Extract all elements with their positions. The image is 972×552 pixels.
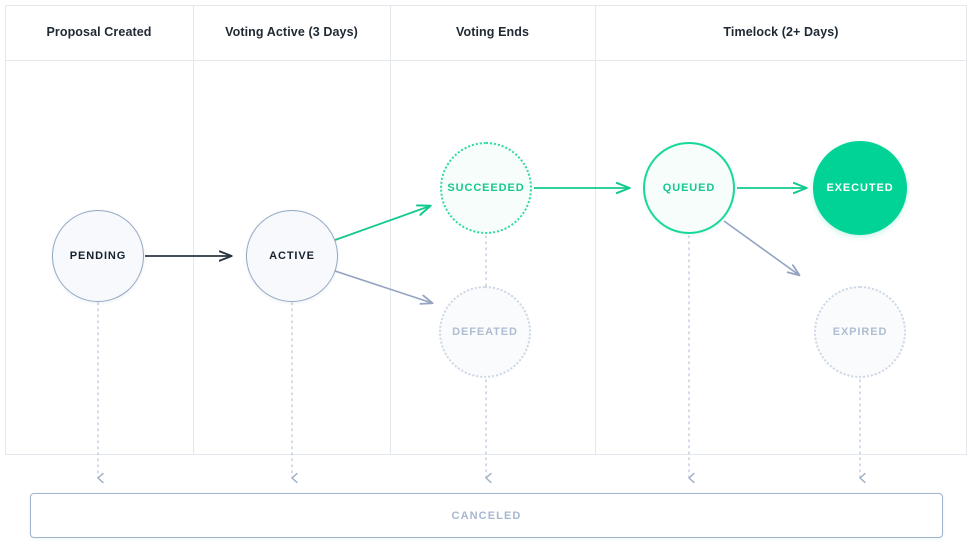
column-header-timelock: Timelock (2+ Days) — [723, 25, 839, 39]
node-expired[interactable]: EXPIRED — [814, 286, 906, 378]
node-executed-label: EXECUTED — [826, 182, 894, 194]
column-divider-2 — [390, 5, 391, 455]
node-succeeded[interactable]: SUCCEEDED — [440, 142, 532, 234]
node-active-label: ACTIVE — [269, 250, 315, 262]
node-active[interactable]: ACTIVE — [246, 210, 338, 302]
node-canceled[interactable]: CANCELED — [30, 493, 943, 538]
column-header-voting-active: Voting Active (3 Days) — [225, 25, 358, 39]
node-defeated[interactable]: DEFEATED — [439, 286, 531, 378]
node-canceled-label: CANCELED — [451, 509, 522, 522]
node-executed[interactable]: EXECUTED — [813, 141, 907, 235]
column-header-voting-ends: Voting Ends — [455, 25, 530, 39]
node-queued[interactable]: QUEUED — [643, 142, 735, 234]
node-expired-label: EXPIRED — [832, 326, 888, 338]
column-divider-1 — [193, 5, 194, 455]
node-queued-label: QUEUED — [662, 182, 716, 194]
node-defeated-label: DEFEATED — [452, 326, 518, 338]
column-header-proposal-created: Proposal Created — [46, 25, 152, 39]
node-pending[interactable]: PENDING — [52, 210, 144, 302]
header-divider — [5, 60, 967, 61]
node-succeeded-label: SUCCEEDED — [447, 182, 525, 194]
column-divider-3 — [595, 5, 596, 455]
node-pending-label: PENDING — [69, 250, 127, 262]
